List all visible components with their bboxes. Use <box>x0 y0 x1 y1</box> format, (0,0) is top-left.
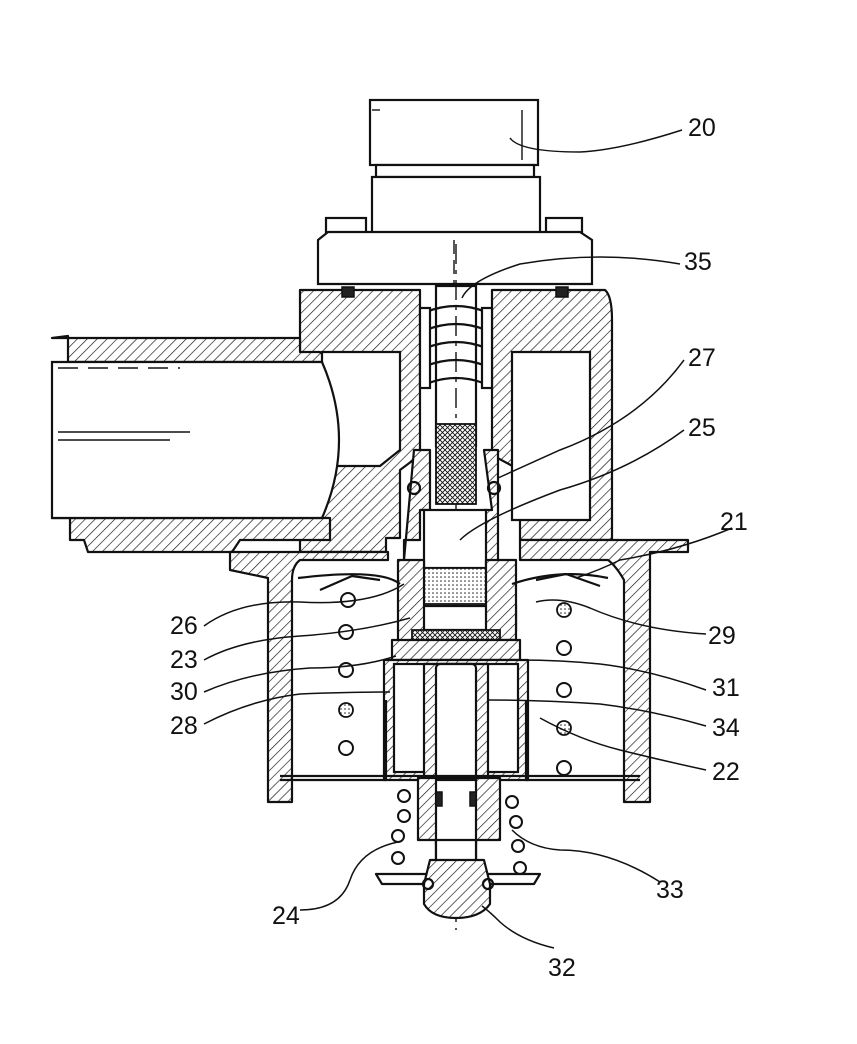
label-34: 34 <box>712 714 740 742</box>
thermal-element <box>382 658 530 872</box>
reference-numerals: 20 35 27 25 21 26 29 23 30 31 28 34 22 3… <box>170 114 748 982</box>
flange-plate <box>316 230 594 286</box>
label-21: 21 <box>720 508 748 536</box>
threaded-stem <box>435 423 477 505</box>
label-29: 29 <box>708 622 736 650</box>
leader-lines <box>203 129 733 949</box>
actuator-cap <box>368 98 542 237</box>
label-33: 33 <box>656 876 684 904</box>
label-30: 30 <box>170 678 198 706</box>
label-27: 27 <box>688 344 716 372</box>
label-28: 28 <box>170 712 198 740</box>
bypass-spring <box>374 789 542 886</box>
return-spring <box>418 304 494 390</box>
seal-right <box>555 286 569 298</box>
label-32: 32 <box>548 954 576 982</box>
label-23: 23 <box>170 646 198 674</box>
lower-valve-disc <box>421 858 495 920</box>
valve-core <box>390 448 522 667</box>
label-20: 20 <box>688 114 716 142</box>
label-31: 31 <box>712 674 740 702</box>
label-26: 26 <box>170 612 198 640</box>
label-35: 35 <box>684 248 712 276</box>
inlet-port <box>50 360 340 520</box>
label-22: 22 <box>712 758 740 786</box>
label-25: 25 <box>688 414 716 442</box>
label-24: 24 <box>272 902 300 930</box>
seal-left <box>341 286 355 298</box>
